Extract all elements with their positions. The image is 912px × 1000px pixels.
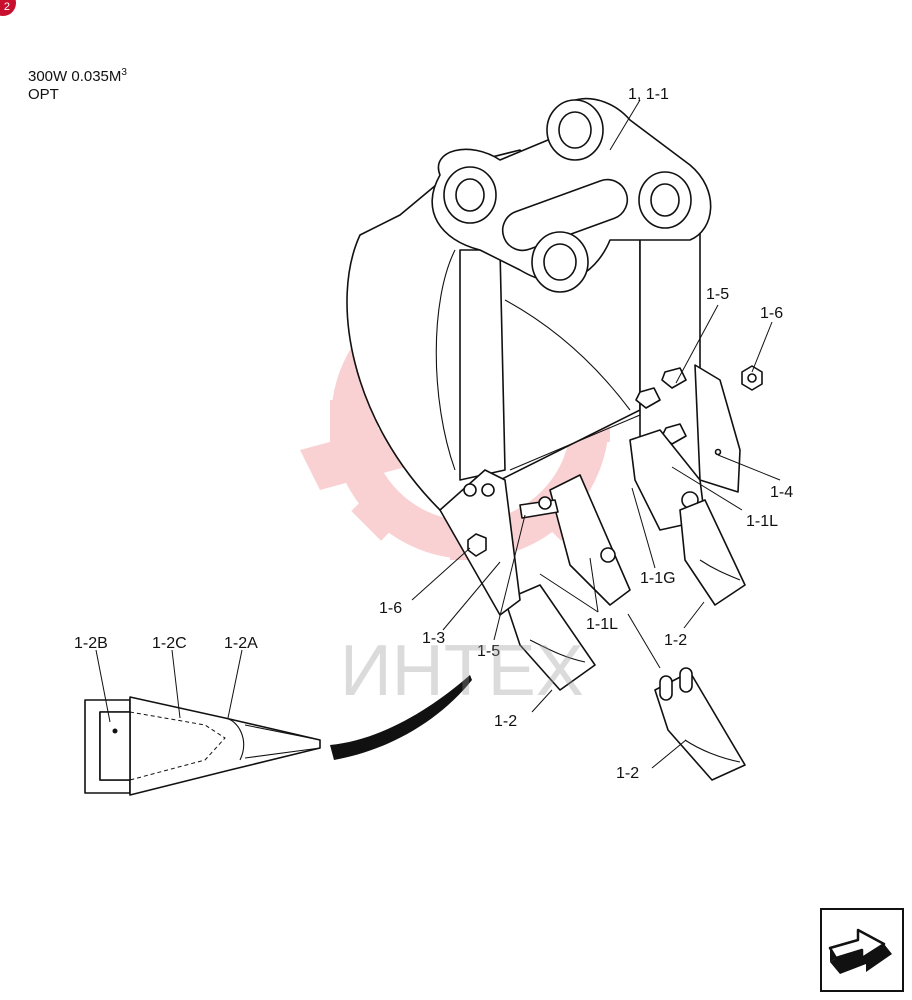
label-tooth-lower: 1-2: [616, 765, 639, 782]
label-detail-b: 1-2B: [74, 635, 108, 652]
side-cutter-plate: [635, 364, 741, 493]
option-label: OPT: [28, 86, 59, 103]
bolt-left: [519, 496, 559, 519]
label-nut-left: 1-6: [379, 600, 402, 617]
label-nut-right: 1-6: [760, 305, 783, 322]
label-detail-c: 1-2C: [152, 635, 187, 652]
tooth-right: [679, 499, 746, 606]
next-page-button[interactable]: [820, 908, 904, 992]
leader-lines: [95, 99, 781, 769]
tooth-detail-view: [84, 675, 472, 796]
adapter-center: [549, 474, 631, 606]
model-capacity: 300W 0.035M3: [28, 67, 127, 85]
arrow-next-icon: [828, 928, 892, 974]
bucket-mount-bracket: [431, 97, 712, 293]
label-main: 1, 1-1: [628, 86, 669, 103]
page-badge: 2: [0, 0, 16, 16]
label-adapter-right: 1-1L: [746, 513, 778, 530]
model-header: 300W 0.035M3 OPT: [28, 64, 127, 104]
label-tooth-center: 1-2: [494, 713, 517, 730]
label-nut-top: 1-5: [706, 286, 729, 303]
label-bolt-left: 1-5: [477, 643, 500, 660]
label-tooth-right: 1-2: [664, 632, 687, 649]
label-plate-left: 1-3: [422, 630, 445, 647]
detail-callout-arrow: [330, 675, 472, 760]
nut-right: [741, 365, 763, 391]
label-adapter-center: 1-1G: [640, 570, 676, 587]
watermark-text: ИНТЕХ: [340, 631, 584, 711]
label-side-cutter: 1-4: [770, 484, 793, 501]
label-adapter-left: 1-1L: [586, 616, 618, 633]
tooth-center: [504, 584, 596, 691]
label-detail-a: 1-2A: [224, 635, 258, 652]
tooth-lower: [654, 667, 746, 781]
callout-labels: 1, 1-1 1-5 1-6 1-4 1-1L 1-1G 1-2 1-1L 1-…: [74, 86, 793, 782]
